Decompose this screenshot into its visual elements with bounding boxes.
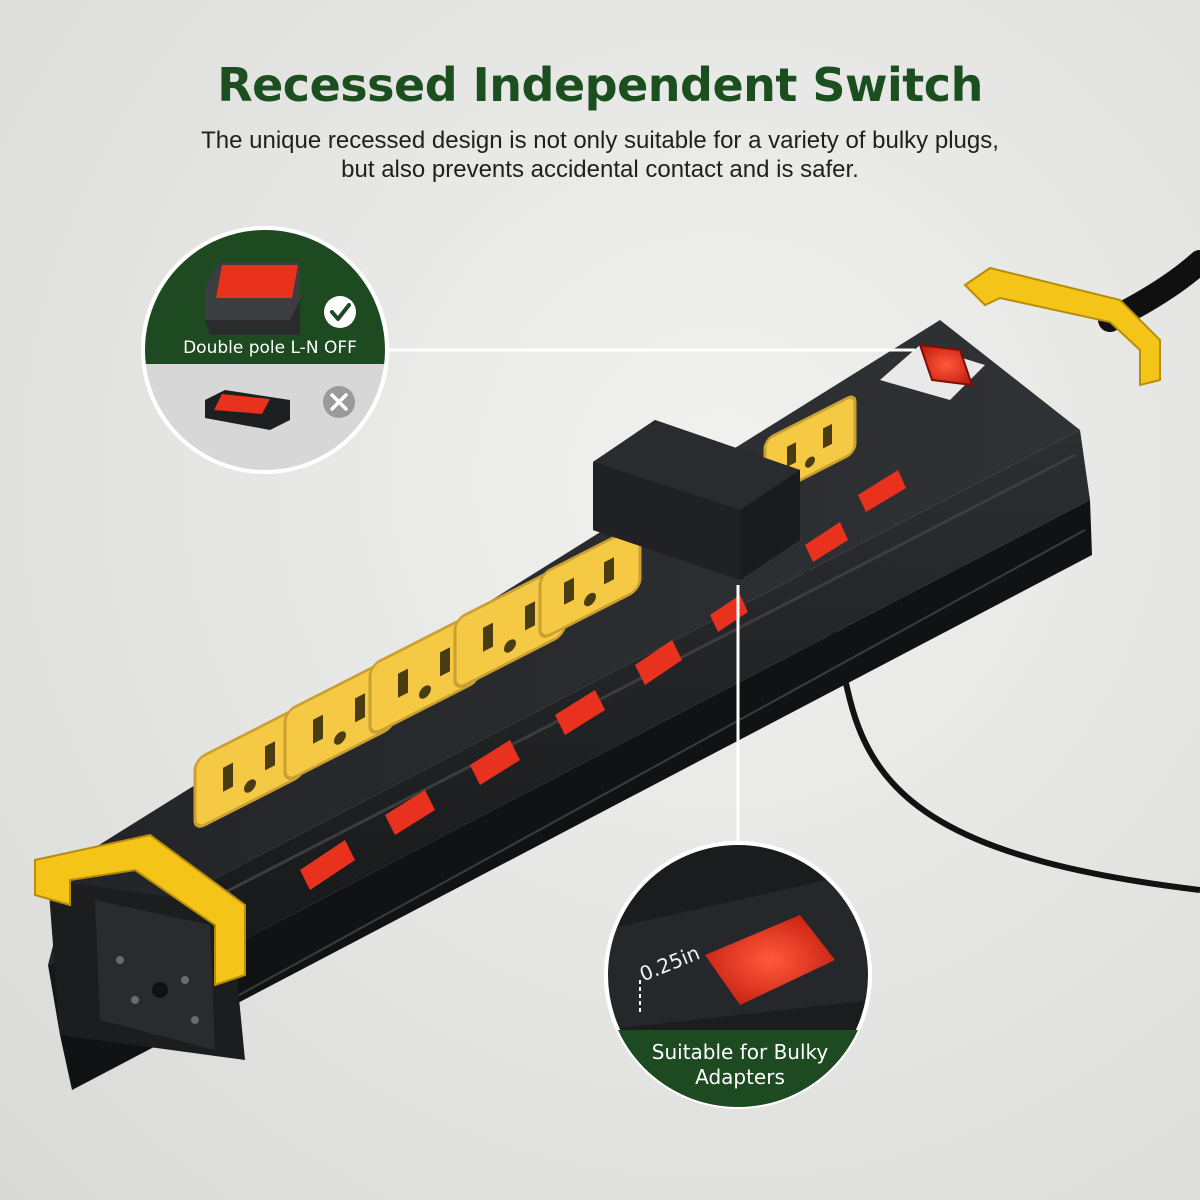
- switch-4: [555, 690, 605, 735]
- switch-2: [385, 790, 435, 835]
- bulky-adapters-line-2: Adapters: [695, 1065, 785, 1089]
- check-icon: [324, 296, 356, 328]
- description-line-2: but also prevents accidental contact and…: [341, 156, 859, 183]
- headline: Recessed Independent Switch: [217, 58, 983, 112]
- outlets: [193, 395, 857, 828]
- outlet-1: [193, 706, 307, 828]
- plugged-adapter: [593, 420, 800, 580]
- mount-plate: [95, 900, 215, 1050]
- yellow-bracket-left: [34, 833, 246, 987]
- main-switch: [918, 343, 974, 387]
- outlet-5: [538, 526, 642, 638]
- bulky-adapters-label: Suitable for Bulky Adapters: [620, 1040, 860, 1090]
- strip-top: [48, 320, 1080, 965]
- switch-5: [635, 640, 682, 685]
- switch-7: [805, 522, 848, 562]
- description: The unique recessed design is not only s…: [100, 126, 1100, 184]
- strip-front: [60, 500, 1092, 1090]
- switch-1: [300, 840, 355, 890]
- bulky-adapters-line-1: Suitable for Bulky: [651, 1040, 829, 1064]
- switch-8: [858, 470, 906, 512]
- yellow-bracket-right: [963, 266, 1161, 387]
- switch-3: [470, 740, 520, 785]
- callout-bottom: [604, 841, 872, 1109]
- double-pole-label: Double pole L-N OFF: [183, 338, 357, 358]
- description-line-1: The unique recessed design is not only s…: [201, 127, 999, 154]
